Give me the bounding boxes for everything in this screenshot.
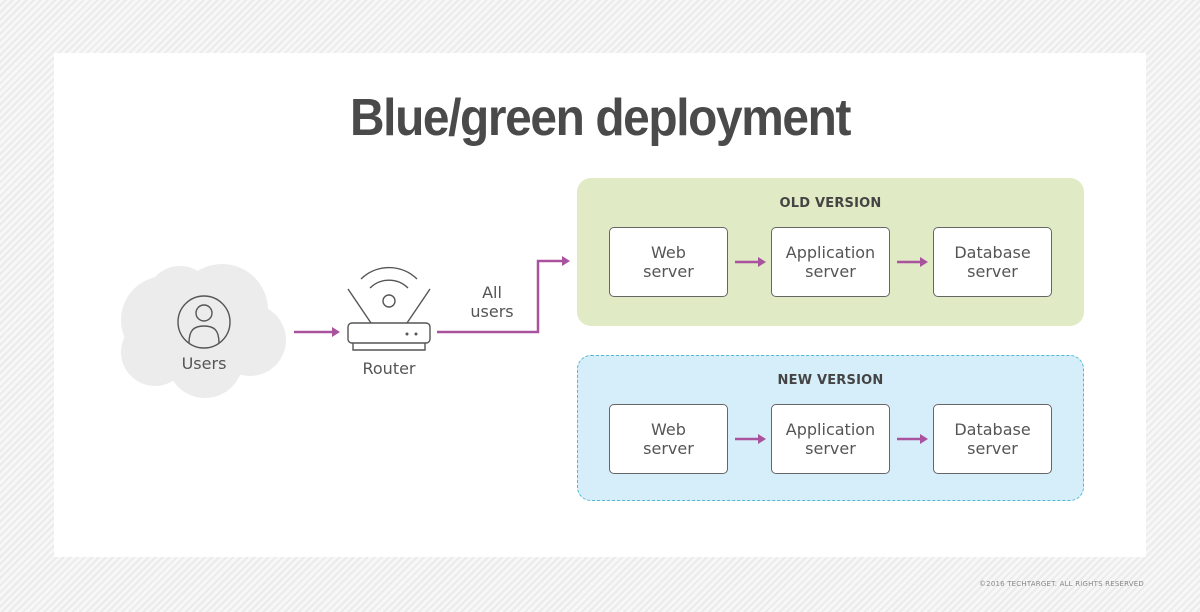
all-users-line2: users: [470, 302, 514, 321]
old-web-server-line2: server: [643, 262, 694, 281]
new-arrow-app-to-db: [897, 434, 928, 444]
new-arrow-web-to-app: [735, 434, 766, 444]
old-app-server-line2: server: [805, 262, 856, 281]
arrow-router-to-old-version: [437, 256, 570, 334]
old-version-title: OLD VERSION: [779, 196, 882, 211]
cloud-shape: [121, 264, 286, 398]
router-label: Router: [362, 359, 416, 378]
new-web-server-line2: server: [643, 439, 694, 458]
new-version-title: NEW VERSION: [777, 373, 884, 388]
old-web-server-line1: Web: [651, 243, 686, 262]
old-db-server-line2: server: [967, 262, 1018, 281]
old-db-server-line1: Database: [954, 243, 1031, 262]
new-app-server-line1: Application: [785, 420, 876, 439]
old-app-server-line1: Application: [785, 243, 876, 262]
all-users-label: All users: [452, 283, 532, 321]
users-label: Users: [181, 354, 227, 373]
arrow-users-to-router: [294, 327, 340, 337]
user-icon: [177, 295, 231, 349]
old-arrow-app-to-db: [897, 257, 928, 267]
router-icon: [347, 266, 431, 351]
new-db-server-line2: server: [967, 439, 1018, 458]
diagram-title: Blue/green deployment: [349, 89, 851, 147]
new-web-server-line1: Web: [651, 420, 686, 439]
new-app-server-line2: server: [805, 439, 856, 458]
copyright-footer: ©2016 TECHTARGET. ALL RIGHTS RESERVED: [978, 580, 1144, 588]
all-users-line1: All: [482, 283, 502, 302]
new-db-server-line1: Database: [954, 420, 1031, 439]
old-arrow-web-to-app: [735, 257, 766, 267]
